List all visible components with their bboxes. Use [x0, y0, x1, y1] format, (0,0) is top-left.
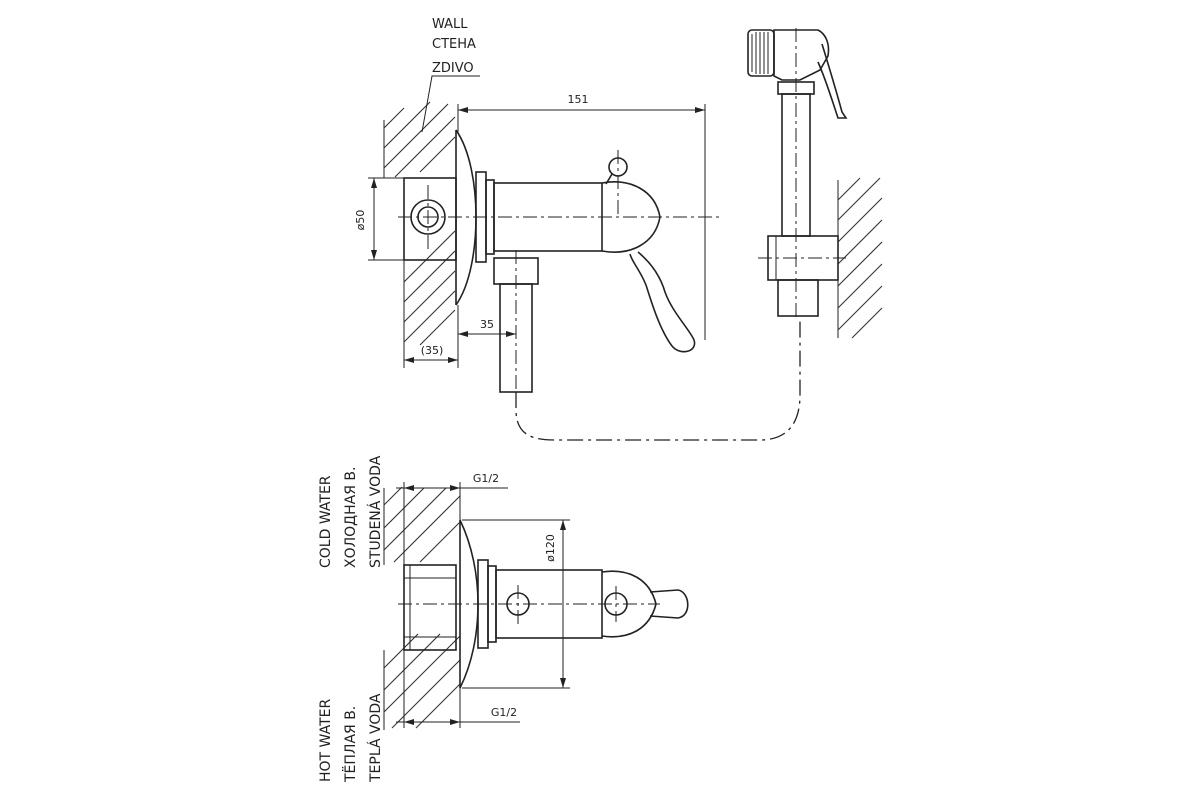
hot-water-ru: ТЁПЛАЯ В. — [341, 706, 359, 783]
dimension-g12-top: G1/2 — [396, 472, 508, 565]
rosette-bottom — [459, 519, 497, 689]
dimension-wall-depth: (35) — [403, 305, 459, 368]
hand-shower — [747, 28, 848, 320]
dimension-35: 35 — [458, 318, 516, 337]
connection-pipe-top — [493, 250, 539, 400]
dim-wall-depth-label: (35) — [421, 344, 444, 357]
mixer-body-bottom — [495, 569, 689, 639]
dimension-g12-bottom: G1/2 — [396, 650, 520, 728]
wall-holder — [758, 235, 846, 317]
wall-label-en: WALL — [432, 17, 468, 32]
hot-water-cz: TEPLÁ VODA — [367, 693, 384, 783]
dim-35-label: 35 — [480, 318, 494, 331]
mixer-body-top — [493, 150, 696, 353]
hot-water-en: HOT WATER — [318, 698, 334, 782]
hot-water-label: HOT WATER ТЁПЛАЯ В. TEPLÁ VODA — [318, 693, 384, 783]
wall-leader-line — [421, 75, 480, 133]
dim-151-label: 151 — [568, 93, 589, 106]
dimension-151: 151 — [457, 93, 706, 340]
wall-hatching-right — [837, 177, 883, 339]
wall-hatching-bottom — [383, 486, 461, 730]
dimension-o50: ø50 — [354, 177, 404, 261]
cold-water-en: COLD WATER — [318, 475, 334, 568]
cold-water-cz: STUDENÁ VODA — [367, 455, 384, 568]
wall-label: WALL СТЕНА ZDIVO — [421, 17, 480, 133]
shower-hose — [515, 318, 801, 441]
dim-o50-label: ø50 — [354, 210, 367, 231]
wall-hatching-top — [383, 101, 456, 346]
cold-water-label: COLD WATER ХОЛОДНАЯ В. STUDENÁ VODA — [318, 455, 384, 568]
dim-o120-label: ø120 — [544, 534, 557, 562]
dim-g12-bottom-label: G1/2 — [491, 706, 517, 719]
cold-water-ru: ХОЛОДНАЯ В. — [343, 467, 359, 568]
wall-label-cz: ZDIVO — [432, 61, 474, 76]
wall-label-ru: СТЕНА — [432, 37, 476, 52]
dim-g12-top-label: G1/2 — [473, 472, 499, 485]
wall-outlet-box — [398, 177, 720, 261]
dimension-o120: ø120 — [462, 519, 570, 689]
